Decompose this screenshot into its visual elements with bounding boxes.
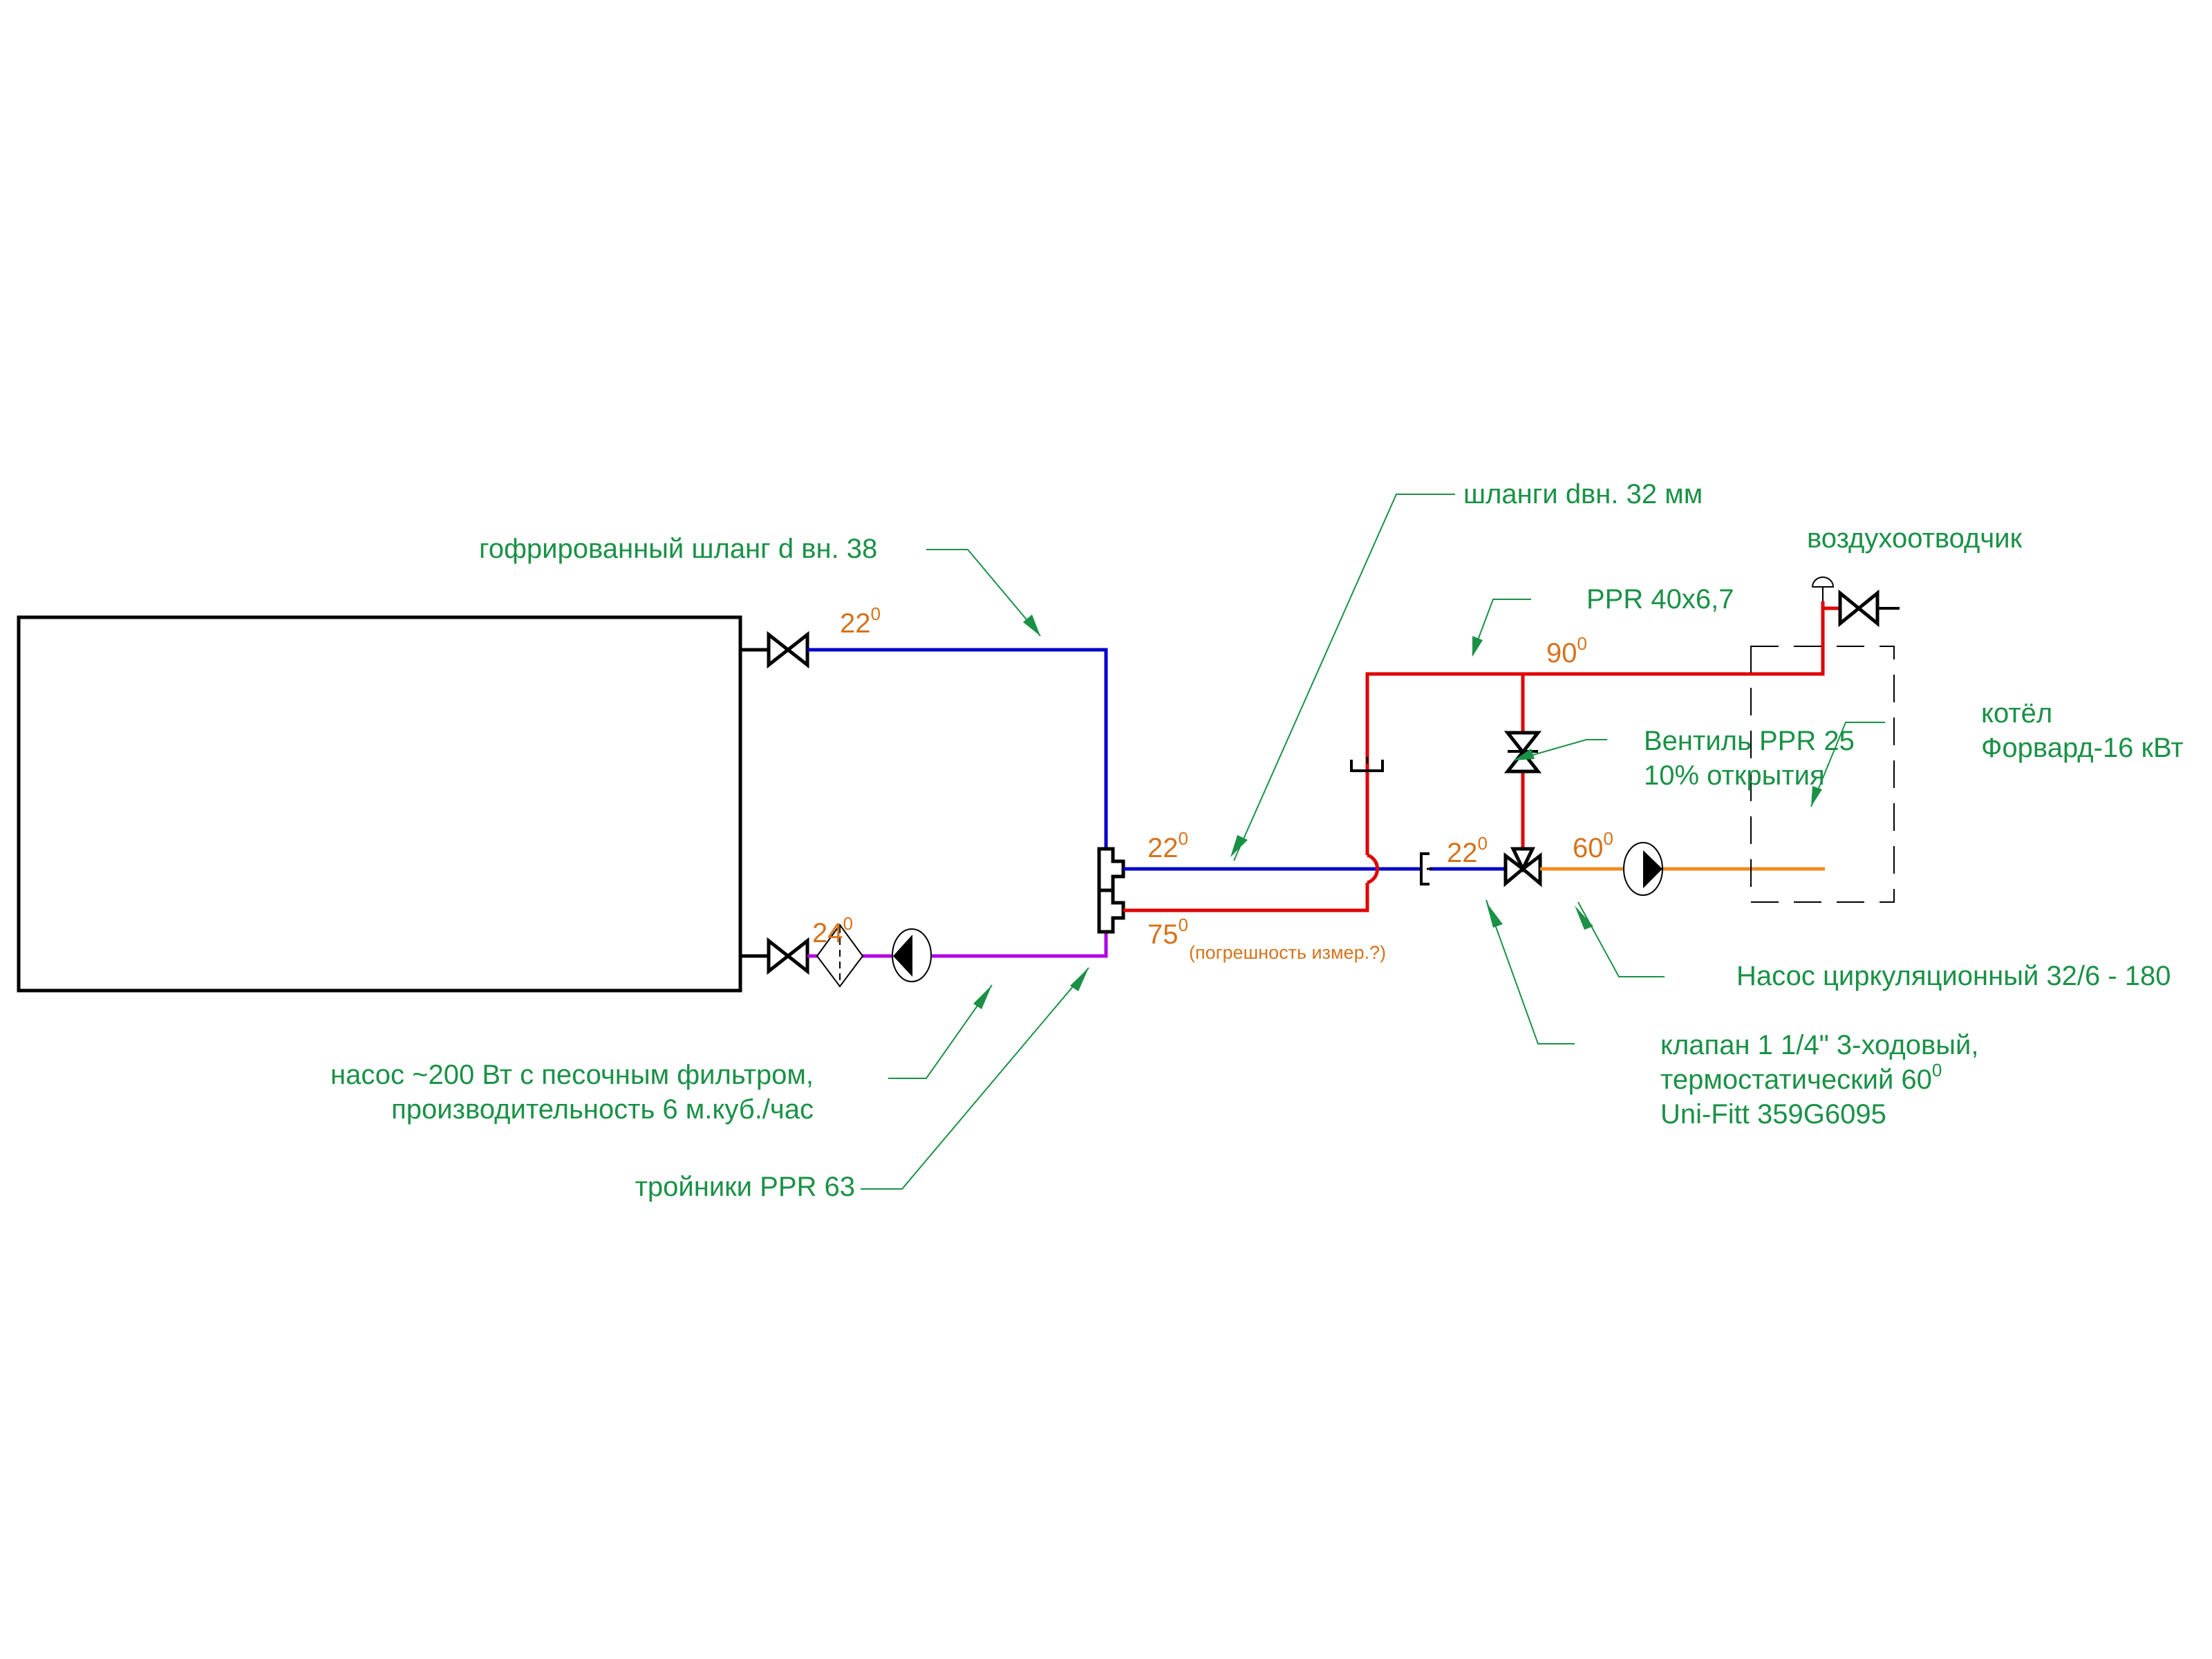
leader-bypass-valve (1513, 739, 1607, 761)
leader-circ-pump (1575, 901, 1665, 977)
temp-pool-outlet: 220 (840, 603, 881, 639)
label-three-way-1: клапан 1 1/4" 3-ходовый, (1660, 1030, 1978, 1060)
label-boiler-2: Форвард-16 кВт (1981, 733, 2184, 763)
union-fitting-vertical-icon (1350, 757, 1384, 772)
leader-corrugated-hose (926, 549, 1041, 637)
leader-filter-pump (888, 984, 993, 1079)
label-bypass-valve-1: Вентиль PPR 25 (1644, 726, 1855, 756)
filter-pump-icon (892, 928, 932, 982)
leader-hoses (1230, 494, 1455, 861)
label-three-way-3: Uni-Fitt 359G6095 (1660, 1099, 1886, 1130)
temp-valve-cold-inlet: 220 (1447, 833, 1488, 868)
pool-outlet-valve-icon (767, 630, 809, 669)
label-air-vent: воздухоотводчик (1807, 523, 2023, 554)
circulation-pump-icon (1623, 842, 1663, 896)
leader-three-way (1485, 899, 1575, 1044)
air-vent-icon (1811, 577, 1835, 601)
label-circ-pump: Насос циркуляционный 32/6 - 180 (1736, 961, 2171, 991)
label-ppr-pipe: PPR 40x6,7 (1586, 584, 1734, 615)
label-corrugated-hose: гофрированный шланг d вн. 38 (479, 534, 877, 564)
temp-boiler-supply: 900 (1546, 633, 1587, 668)
temp-hot-return: 750 (1147, 915, 1188, 950)
tee-fittings-icon (1097, 847, 1125, 934)
measurement-error-note: (погрешность измер.?) (1189, 942, 1386, 963)
bypass-valve-icon (1503, 731, 1542, 774)
drain-valve-icon (1838, 589, 1900, 628)
label-hoses: шланги dвн. 32 мм (1463, 479, 1703, 509)
leader-boiler (1810, 722, 1885, 807)
leader-ppr (1472, 599, 1531, 657)
boiler-outline (1750, 646, 1895, 903)
hot-return-pipe (1123, 883, 1369, 912)
union-fitting-horizontal-icon (1420, 852, 1432, 885)
label-bypass-valve-2: 10% открытия (1644, 760, 1825, 791)
pool-inlet-valve-icon (767, 937, 809, 975)
temp-valve-mixed-outlet: 600 (1573, 828, 1613, 863)
label-filter-pump-1: насос ~200 Вт с песочным фильтром, (330, 1060, 814, 1090)
label-filter-pump-2: производительность 6 м.куб./час (391, 1094, 814, 1125)
label-boiler-1: котёл (1981, 698, 2052, 729)
cold-pipe-pool-outlet (807, 648, 1108, 849)
hot-supply-riser (1365, 601, 1825, 855)
label-tees: тройники PPR 63 (635, 1172, 855, 1202)
sand-filter-icon (816, 924, 864, 988)
three-way-valve-icon (1503, 847, 1542, 888)
leader-tees (861, 967, 1089, 1190)
pool-tank (17, 615, 742, 993)
temp-pool-inlet: 240 (812, 913, 853, 948)
pipe-crossover-hump (1367, 853, 1380, 885)
temp-cold-to-boiler: 220 (1147, 828, 1188, 863)
label-three-way-2: термостатический 600 (1660, 1060, 1942, 1095)
